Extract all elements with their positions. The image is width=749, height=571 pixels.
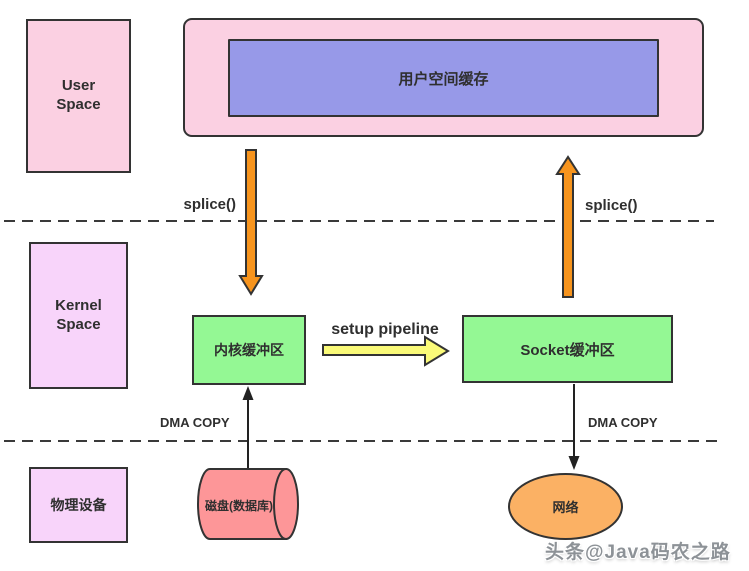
watermark-text: 头条@Java码农之路 [545,542,731,563]
splice-down-arrow [238,149,264,296]
splice-left-label: splice() [183,196,236,213]
user-cache-box: 用户空间缓存 [228,39,659,117]
user-cache-label: 用户空间缓存 [398,70,489,88]
network-label: 网络 [552,500,579,515]
physical-device-lane-label: 物理设备 [50,497,107,513]
setup-pipeline-arrow [322,335,450,367]
disk-label: 磁盘(数据库) [205,499,273,513]
socket-buffer-box: Socket缓冲区 [462,315,673,383]
user-kernel-boundary-line [4,220,714,222]
kernel-device-boundary-line [4,440,718,442]
kernel-space-lane-label: Kernel Space [55,296,102,333]
splice-right-label: splice() [585,197,638,214]
kernel-space-lane-box: Kernel Space [29,242,128,389]
kernel-buffer-label: 内核缓冲区 [214,342,284,358]
kernel-buffer-box: 内核缓冲区 [192,315,306,385]
splice-up-arrow [555,155,581,298]
socket-to-network-arrowhead [568,456,580,470]
socket-to-network-arrow [568,384,580,470]
disk-to-kernel-arrow [242,386,254,468]
network-ellipse: 网络 [508,473,623,540]
socket-buffer-label: Socket缓冲区 [520,341,615,359]
disk-cylinder-body [197,468,287,540]
user-space-container: 用户空间缓存 [183,18,704,137]
user-space-lane-label: User Space [56,77,101,113]
dma-copy-right-label: DMA COPY [588,415,658,430]
dma-copy-left-label: DMA COPY [160,415,230,430]
physical-device-lane-box: 物理设备 [29,467,128,543]
setup-pipeline-label: setup pipeline [331,321,439,338]
user-space-lane-box: User Space [26,19,131,173]
disk-cylinder [197,468,299,540]
disk-cylinder-cap [273,468,299,540]
splice-up-arrow-shape [555,155,581,298]
splice-down-arrow-shape [238,149,264,296]
setup-pipeline-arrow-shape [322,335,450,367]
disk-to-kernel-arrowhead [242,386,254,400]
